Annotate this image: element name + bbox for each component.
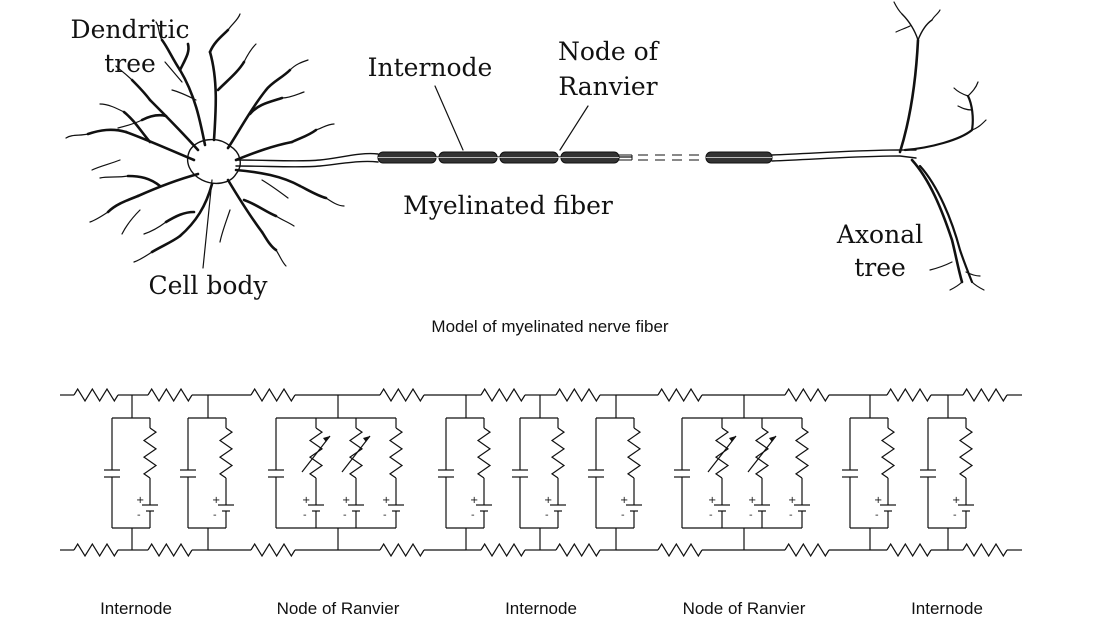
dendritic-tree-label-2: tree — [104, 49, 156, 78]
axial-resistor — [73, 542, 119, 558]
myelinated-fiber — [377, 85, 773, 164]
battery-minus: - — [137, 510, 141, 521]
variable-resistor — [754, 427, 770, 479]
axial-resistor — [480, 542, 526, 558]
battery-plus: + — [212, 495, 220, 506]
axial-resistor — [962, 542, 1008, 558]
cell-body-label: Cell body — [148, 271, 268, 300]
axial-resistor — [657, 387, 703, 403]
battery-plus: + — [544, 495, 552, 506]
variable-arrow-head — [769, 436, 776, 442]
axial-resistor — [784, 387, 830, 403]
circuit-model: + - + - + - + - + - + - + - + - + - + - + - + - + - — [60, 387, 1022, 558]
neuron-labels: Dendritic tree Internode Node of Ranvier… — [71, 15, 924, 300]
leak-resistor — [550, 427, 566, 479]
variable-arrow — [341, 435, 371, 473]
battery-minus: - — [749, 510, 753, 521]
battery-plus: + — [788, 495, 796, 506]
battery-plus: + — [874, 495, 882, 506]
axial-resistor — [250, 387, 296, 403]
variable-arrow-head — [729, 436, 736, 442]
variable-resistor — [714, 427, 730, 479]
battery-minus: - — [875, 510, 879, 521]
leak-resistor — [626, 427, 642, 479]
battery-plus: + — [382, 495, 390, 506]
battery-minus: - — [789, 510, 793, 521]
node-of-ranvier-segment-label: Node of Ranvier — [277, 599, 400, 618]
battery-plus: + — [952, 495, 960, 506]
leak-resistor — [880, 427, 896, 479]
internode-label: Internode — [368, 53, 493, 82]
axon-hillock — [235, 152, 379, 168]
axial-resistor — [555, 542, 601, 558]
axial-resistor — [555, 387, 601, 403]
segment-labels: Internode Node of Ranvier Internode Node of… — [100, 599, 983, 618]
battery-plus: + — [708, 495, 716, 506]
axial-resistor — [886, 387, 932, 403]
myelinated-fiber-label: Myelinated fiber — [403, 191, 613, 220]
node-of-ranvier-segment-label: Node of Ranvier — [683, 599, 806, 618]
internode-segment-label: Internode — [100, 599, 172, 618]
axial-resistor — [962, 387, 1008, 403]
dendritic-tree-label: Dendritic — [71, 15, 190, 44]
battery-minus: - — [621, 510, 625, 521]
internode-segment-label: Internode — [911, 599, 983, 618]
axial-resistor — [73, 387, 119, 403]
node-of-ranvier-label: Node of — [558, 37, 660, 66]
battery-minus: - — [471, 510, 475, 521]
neuron-illustration — [65, 1, 987, 291]
leak-resistor — [388, 427, 404, 479]
variable-arrow-head — [363, 436, 370, 442]
battery-minus: - — [709, 510, 713, 521]
variable-arrow — [747, 435, 777, 473]
axonal-tree-label-2: tree — [854, 253, 906, 282]
axial-resistor — [147, 387, 193, 403]
battery-minus: - — [545, 510, 549, 521]
battery-minus: - — [953, 510, 957, 521]
battery-minus: - — [213, 510, 217, 521]
dendritic-tree — [65, 13, 345, 269]
leak-resistor — [476, 427, 492, 479]
battery-minus: - — [303, 510, 307, 521]
leak-resistor — [218, 427, 234, 479]
battery-plus: + — [136, 495, 144, 506]
variable-arrow — [707, 435, 737, 473]
axonal-tree-label: Axonal — [836, 220, 923, 249]
battery-minus: - — [343, 510, 347, 521]
cell-body-shape — [186, 139, 241, 185]
battery-plus: + — [342, 495, 350, 506]
battery-plus: + — [748, 495, 756, 506]
axial-resistor — [379, 387, 425, 403]
axial-resistor — [480, 387, 526, 403]
axial-resistor — [147, 542, 193, 558]
axonal-tree — [771, 1, 987, 291]
variable-arrow — [301, 435, 331, 473]
node-of-ranvier-label-2: Ranvier — [558, 72, 657, 101]
battery-plus: + — [470, 495, 478, 506]
battery-minus: - — [383, 510, 387, 521]
variable-resistor — [348, 427, 364, 479]
leak-resistor — [958, 427, 974, 479]
model-title: Model of myelinated nerve fiber — [431, 317, 669, 336]
leak-resistor — [142, 427, 158, 479]
battery-plus: + — [302, 495, 310, 506]
internode-segment-label: Internode — [505, 599, 577, 618]
axial-resistor — [886, 542, 932, 558]
axial-resistor — [379, 542, 425, 558]
axial-resistor — [657, 542, 703, 558]
variable-resistor — [308, 427, 324, 479]
variable-arrow-head — [323, 436, 330, 442]
axial-resistor — [784, 542, 830, 558]
leak-resistor — [794, 427, 810, 479]
axial-resistor — [250, 542, 296, 558]
battery-plus: + — [620, 495, 628, 506]
